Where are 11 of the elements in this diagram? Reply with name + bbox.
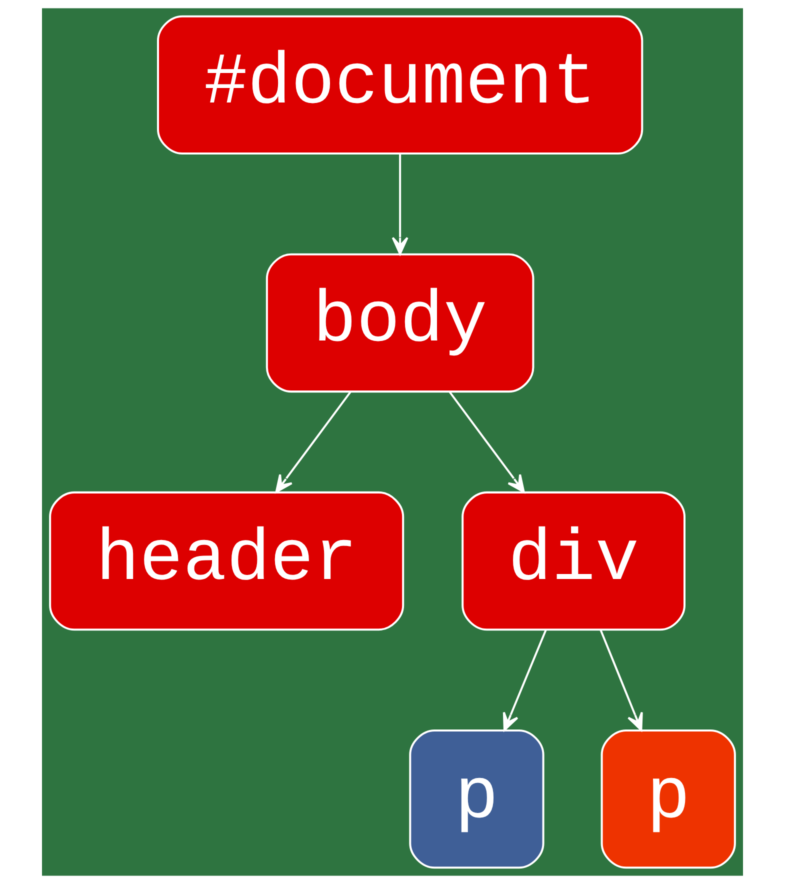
- arrow: [600, 630, 643, 731]
- node-box: header: [49, 491, 404, 631]
- arrow: [275, 391, 352, 493]
- arrow: [502, 630, 547, 731]
- node-box: #document: [156, 15, 644, 155]
- node-box: p: [409, 729, 544, 869]
- node-box: p: [600, 729, 736, 869]
- node-box: div: [462, 491, 686, 631]
- arrow: [392, 154, 408, 255]
- arrow: [448, 391, 525, 493]
- node-box: body: [266, 253, 534, 393]
